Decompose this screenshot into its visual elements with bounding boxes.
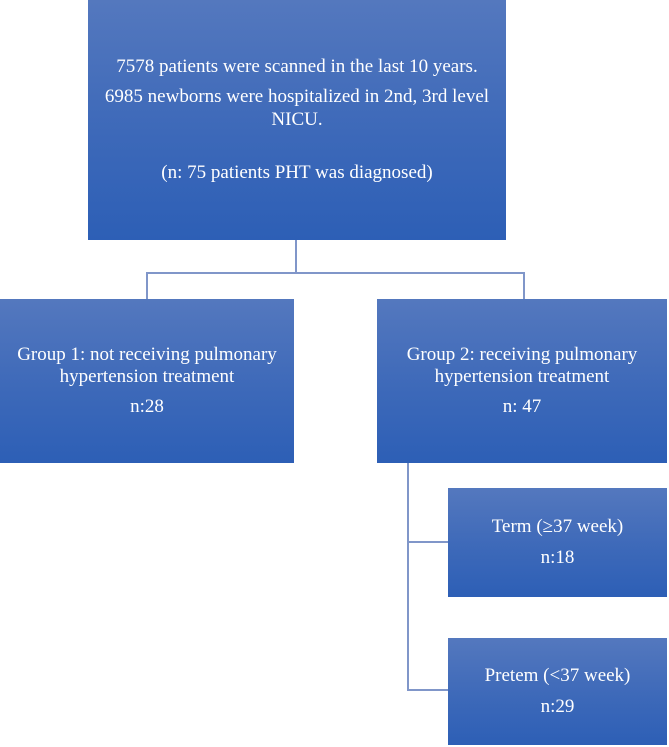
screening-scanned-text: 7578 patients were scanned in the last 1…: [116, 56, 478, 78]
preterm-box: Pretem (<37 week) n:29: [448, 638, 667, 745]
screening-hospitalized-text: 6985 newborns were hospitalized in 2nd, …: [104, 86, 490, 130]
group2-box: Group 2: receiving pulmonary hypertensio…: [377, 299, 667, 463]
group1-box: Group 1: not receiving pulmonary hyperte…: [0, 299, 294, 463]
group2-label: Group 2: receiving pulmonary hypertensio…: [406, 343, 638, 387]
connector-drop-group1: [146, 272, 148, 299]
preterm-label: Pretem (<37 week): [484, 665, 631, 687]
term-label: Term (≥37 week): [491, 516, 624, 538]
connector-term-branch: [407, 541, 448, 543]
connector-drop-group2: [523, 272, 525, 299]
preterm-count: n:29: [540, 695, 575, 717]
group1-label: Group 1: not receiving pulmonary hyperte…: [17, 343, 277, 387]
screening-box: 7578 patients were scanned in the last 1…: [88, 0, 506, 240]
term-box: Term (≥37 week) n:18: [448, 488, 667, 597]
connector-branch-horizontal: [146, 272, 525, 274]
connector-top-stem: [295, 240, 297, 273]
screening-diagnosed-text: (n: 75 patients PHT was diagnosed): [161, 161, 433, 183]
term-count: n:18: [540, 546, 575, 568]
connector-group2-stem: [407, 463, 409, 691]
connector-preterm-branch: [407, 689, 448, 691]
group1-count: n:28: [130, 396, 164, 418]
group2-count: n: 47: [502, 396, 542, 418]
